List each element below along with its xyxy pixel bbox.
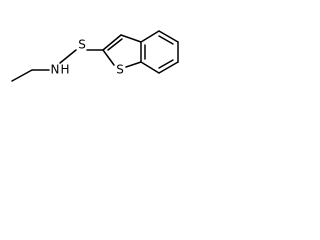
bond-c3a-c4 — [140, 30, 160, 43]
bond-c7a-s1 — [125, 61, 142, 68]
bond-c3-c3a — [120, 34, 142, 43]
benzothiophene-sulfenamide-structure: S N H S — [11, 30, 179, 82]
atom-hydrogen: H — [60, 63, 69, 77]
bond-c6-c7-inner — [158, 59, 174, 69]
bond-n-s — [59, 49, 77, 64]
benzene-ring — [140, 30, 179, 74]
bond-c4-c5 — [158, 30, 179, 43]
atom-nitrogen: N — [51, 63, 60, 77]
bond-c6-c7 — [158, 61, 179, 74]
bond-s1-c2 — [102, 49, 115, 66]
bond-ch3-ch2 — [11, 69, 33, 82]
atom-sulfur-linker: S — [78, 38, 86, 52]
bond-c2-c3 — [102, 34, 122, 51]
bond-c7-c7a — [140, 61, 160, 74]
ethyl-group — [11, 69, 50, 82]
bond-c2-c3-inner — [107, 38, 123, 51]
atom-sulfur-ring: S — [116, 63, 124, 77]
bond-c4-c5-inner — [158, 35, 174, 45]
atom-labels: S N H S — [51, 38, 124, 77]
thiophene-ring — [102, 34, 142, 68]
